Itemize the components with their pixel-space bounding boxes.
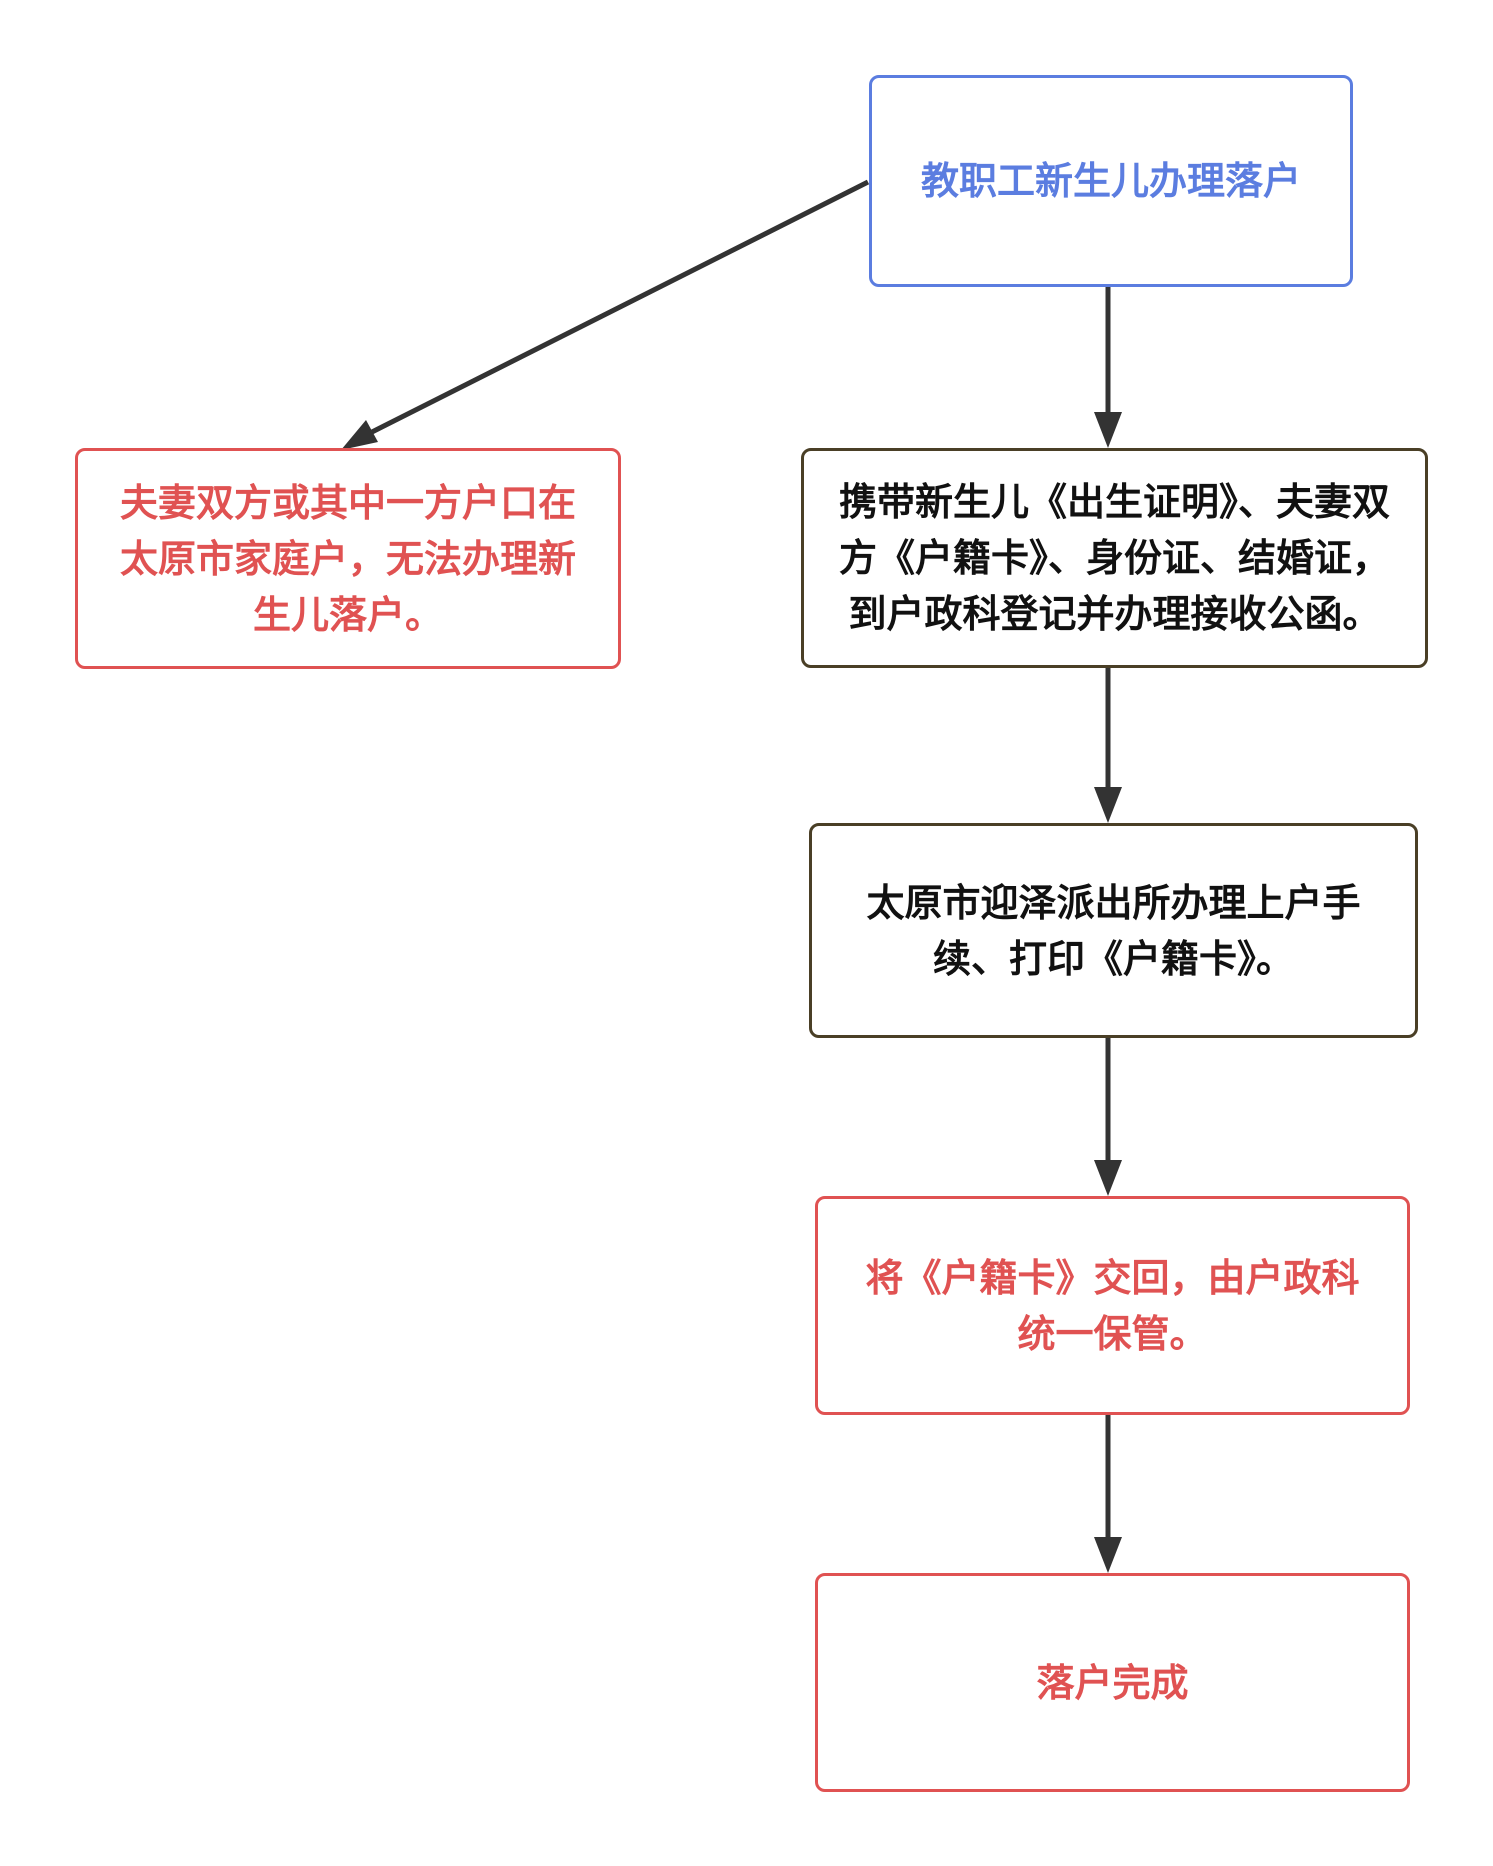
arrowhead-icon	[1094, 1537, 1122, 1573]
node-return-label: 将《户籍卡》交回，由户政科统一保管。	[865, 1255, 1360, 1356]
node-station: 太原市迎泽派出所办理上户手续、打印《户籍卡》。	[809, 823, 1418, 1038]
arrowhead-icon	[1094, 412, 1122, 448]
edge-start-to-reject	[341, 179, 870, 450]
edge-station-to-return	[1094, 1038, 1122, 1196]
node-done: 落户完成	[815, 1573, 1410, 1792]
edge-docs-to-station	[1094, 668, 1122, 823]
node-return: 将《户籍卡》交回，由户政科统一保管。	[815, 1196, 1410, 1415]
node-reject: 夫妻双方或其中一方户口在太原市家庭户，无法办理新生儿落户。	[75, 448, 621, 669]
arrowhead-icon	[341, 420, 378, 450]
node-docs: 携带新生儿《出生证明》、夫妻双方《户籍卡》、身份证、结婚证，到户政科登记并办理接…	[801, 448, 1428, 668]
node-start: 教职工新生儿办理落户	[869, 75, 1353, 287]
arrowhead-icon	[1094, 1160, 1122, 1196]
node-start-label: 教职工新生儿办理落户	[920, 159, 1301, 203]
node-docs-label: 携带新生儿《出生证明》、夫妻双方《户籍卡》、身份证、结婚证，到户政科登记并办理接…	[838, 480, 1390, 636]
arrowhead-icon	[1094, 787, 1122, 823]
edge-start-to-docs	[1094, 287, 1122, 448]
node-station-label: 太原市迎泽派出所办理上户手续、打印《户籍卡》。	[866, 880, 1361, 981]
node-done-label: 落户完成	[1036, 1660, 1189, 1705]
node-reject-label: 夫妻双方或其中一方户口在太原市家庭户，无法办理新生儿落户。	[119, 480, 576, 637]
edge-return-to-done	[1094, 1415, 1122, 1573]
